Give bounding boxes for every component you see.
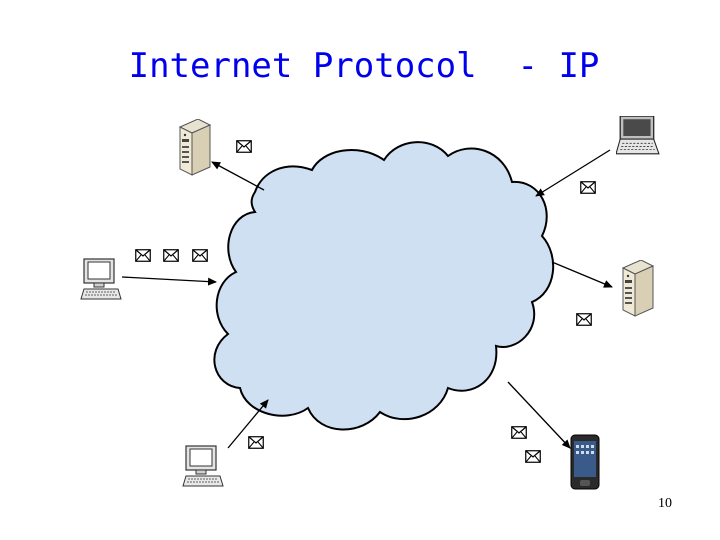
envelope-icon bbox=[248, 436, 264, 449]
link-server-right bbox=[551, 261, 613, 288]
smartphone-icon bbox=[570, 434, 600, 490]
link-pc-left bbox=[121, 276, 217, 286]
link-server-top-left bbox=[211, 161, 265, 191]
envelope-icon bbox=[576, 313, 592, 326]
envelope-icon bbox=[511, 426, 527, 439]
internet-cloud bbox=[213, 141, 555, 431]
page-number: 10 bbox=[658, 496, 672, 511]
link-pc-bottom bbox=[227, 399, 269, 449]
envelope-icon bbox=[135, 249, 151, 262]
slide-title: Internet Protocol - IP bbox=[128, 46, 600, 86]
connectors bbox=[121, 149, 613, 449]
envelope-icon bbox=[580, 181, 596, 194]
desktop-computer-icon bbox=[182, 445, 224, 487]
envelope-icon bbox=[236, 140, 252, 153]
server-icon bbox=[622, 260, 654, 317]
desktop-computer-icon bbox=[80, 258, 122, 300]
server-icon bbox=[179, 119, 211, 176]
laptop-icon bbox=[616, 116, 660, 155]
envelope-icon bbox=[192, 249, 208, 262]
envelope-icon bbox=[163, 249, 179, 262]
link-phone-bottom-right bbox=[507, 381, 571, 449]
envelope-icon bbox=[525, 450, 541, 463]
link-laptop-top-right bbox=[535, 149, 611, 197]
